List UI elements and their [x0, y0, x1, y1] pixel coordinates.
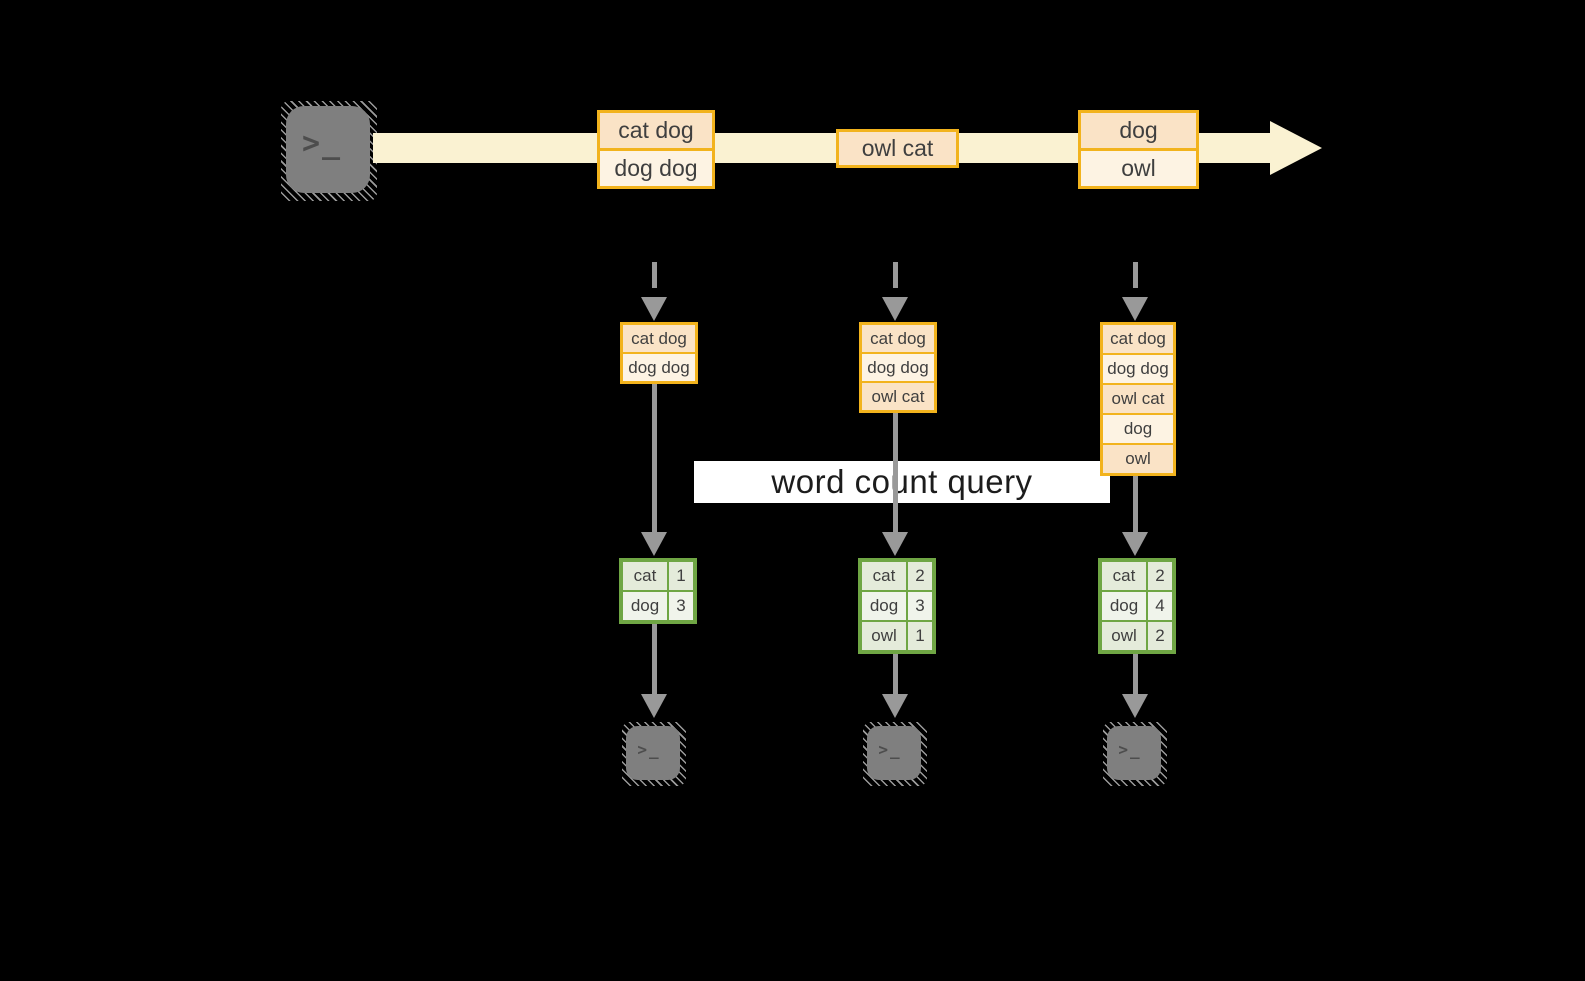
terminal-screen: >_ — [286, 106, 370, 193]
count-word: owl — [1102, 622, 1146, 650]
state-record: cat dog — [623, 325, 695, 352]
query-arrowhead-icon — [1122, 532, 1148, 556]
stream-arrowhead-icon — [1270, 121, 1322, 175]
query-arrowhead-icon — [641, 532, 667, 556]
count-word: dog — [862, 592, 906, 620]
count-word: cat — [623, 562, 667, 590]
state-record: owl cat — [1103, 383, 1173, 413]
word-count-query-label: word count query — [694, 461, 1110, 503]
batch-arrow-dash — [1132, 262, 1138, 288]
sink-arrow-line — [1132, 650, 1138, 694]
count-value: 2 — [1148, 622, 1172, 650]
terminal-prompt-icon: >_ — [301, 126, 343, 161]
batch-arrowhead-icon — [1122, 297, 1148, 321]
stream-batch-3: dog owl — [1078, 110, 1199, 189]
count-word: dog — [1102, 592, 1146, 620]
state-box-3: cat dog dog dog owl cat dog owl — [1100, 322, 1176, 476]
sink-arrow-line — [651, 620, 657, 694]
count-value: 2 — [908, 562, 932, 590]
state-record: owl cat — [862, 381, 934, 410]
batch-arrowhead-icon — [641, 297, 667, 321]
count-table-3: cat 2 dog 4 owl 2 — [1098, 558, 1176, 654]
terminal-screen: >_ — [867, 726, 921, 780]
source-terminal-icon: >_ — [281, 101, 377, 201]
state-record: cat dog — [862, 325, 934, 352]
state-record: dog dog — [623, 352, 695, 381]
query-arrow-line — [1132, 476, 1138, 532]
count-value: 3 — [669, 592, 693, 620]
stream-batch-2: owl cat — [836, 129, 959, 168]
state-record: dog — [1103, 413, 1173, 443]
count-value: 1 — [908, 622, 932, 650]
record: owl — [1081, 148, 1196, 186]
terminal-prompt-icon: >_ — [878, 739, 902, 759]
sink-terminal-icon: >_ — [863, 722, 927, 786]
state-record: dog dog — [862, 352, 934, 381]
stream-batch-1: cat dog dog dog — [597, 110, 715, 189]
query-arrowhead-icon — [882, 532, 908, 556]
count-value: 4 — [1148, 592, 1172, 620]
count-word: cat — [862, 562, 906, 590]
count-word: cat — [1102, 562, 1146, 590]
state-box-1: cat dog dog dog — [620, 322, 698, 384]
batch-arrowhead-icon — [882, 297, 908, 321]
sink-terminal-icon: >_ — [622, 722, 686, 786]
state-record: dog dog — [1103, 353, 1173, 383]
terminal-prompt-icon: >_ — [1118, 739, 1142, 759]
batch-arrow-dash — [892, 262, 898, 288]
record: dog — [1081, 113, 1196, 148]
record: cat dog — [600, 113, 712, 148]
count-value: 1 — [669, 562, 693, 590]
state-record: owl — [1103, 443, 1173, 473]
count-value: 3 — [908, 592, 932, 620]
count-table-2: cat 2 dog 3 owl 1 — [858, 558, 936, 654]
sink-arrowhead-icon — [641, 694, 667, 718]
sink-arrowhead-icon — [1122, 694, 1148, 718]
sink-arrowhead-icon — [882, 694, 908, 718]
record: dog dog — [600, 148, 712, 186]
query-arrow-line — [892, 413, 898, 532]
terminal-screen: >_ — [626, 726, 680, 780]
state-record: cat dog — [1103, 325, 1173, 353]
terminal-screen: >_ — [1107, 726, 1161, 780]
count-word: dog — [623, 592, 667, 620]
query-arrow-line — [651, 384, 657, 532]
terminal-prompt-icon: >_ — [637, 739, 661, 759]
sink-arrow-line — [892, 650, 898, 694]
count-word: owl — [862, 622, 906, 650]
record: owl cat — [839, 132, 956, 165]
state-box-2: cat dog dog dog owl cat — [859, 322, 937, 413]
count-value: 2 — [1148, 562, 1172, 590]
batch-arrow-dash — [651, 262, 657, 288]
sink-terminal-icon: >_ — [1103, 722, 1167, 786]
count-table-1: cat 1 dog 3 — [619, 558, 697, 624]
